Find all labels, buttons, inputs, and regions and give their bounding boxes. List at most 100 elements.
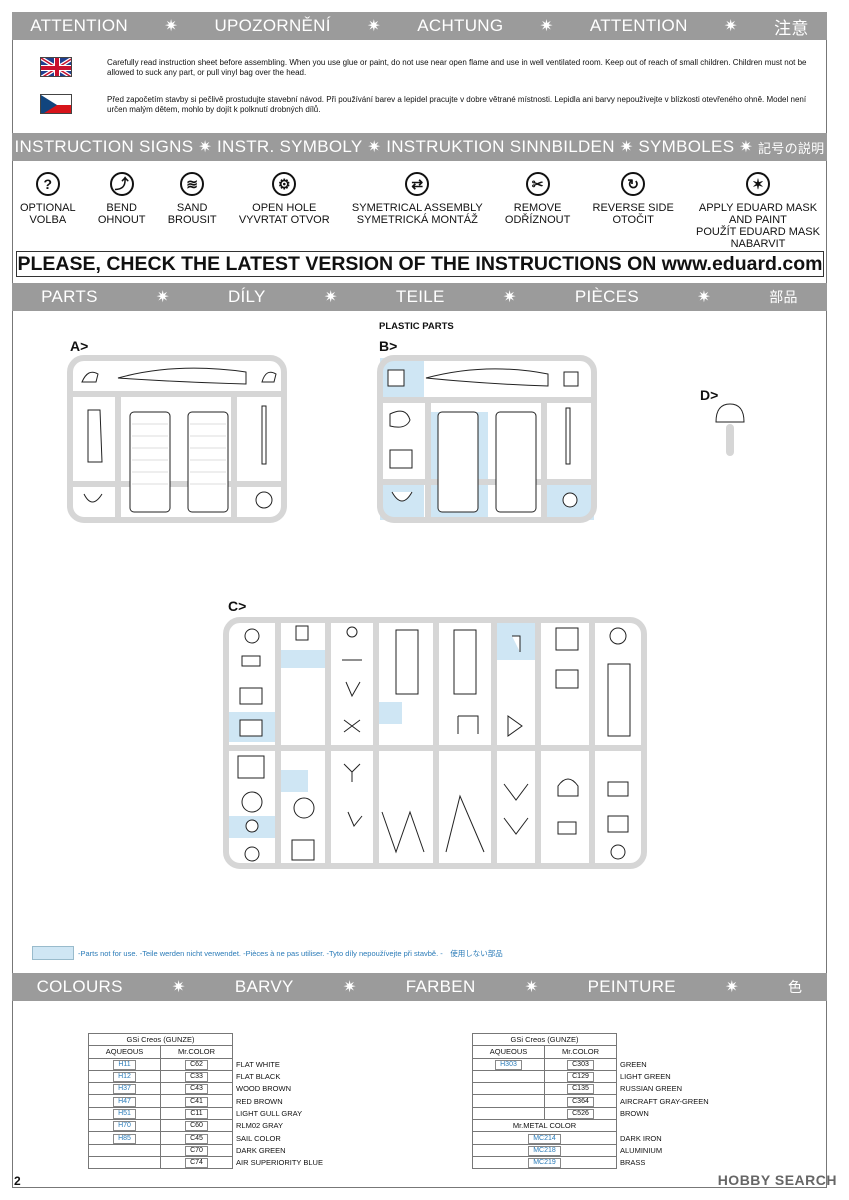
plastic-parts-label: PLASTIC PARTS: [379, 321, 454, 332]
star-separator-icon: ✷: [524, 979, 539, 996]
instruction-signs-row: ? OPTIONAL VOLBA ⤴ BEND OHNOUT ≋ SAND BR…: [20, 172, 820, 250]
mrcolor-cell-code: C135: [567, 1084, 594, 1095]
band-label: BARVY: [234, 977, 294, 996]
aqueous-cell-code: H47: [113, 1096, 136, 1107]
mrcolor-cell-code: C74: [185, 1158, 208, 1169]
mrcolor-cell-code: C70: [185, 1145, 208, 1156]
band-label: PIÈCES: [574, 287, 640, 306]
mrcolor-cell-code: C62: [185, 1059, 208, 1070]
sign-label: OHNOUT: [97, 214, 146, 226]
question-icon: ?: [35, 172, 60, 196]
sign-label: REMOVE: [513, 202, 562, 214]
band-label: ATTENTION: [30, 16, 128, 35]
column-header-mrcolor: Mr.COLOR: [544, 1045, 617, 1059]
aqueous-cell: [472, 1082, 545, 1096]
sign-remove: ✂ REMOVE ODŘÍZNOUT: [505, 172, 570, 250]
aqueous-cell: H303: [472, 1057, 545, 1071]
colour-name: WOOD BROWN: [236, 1084, 291, 1094]
aqueous-cell-code: H70: [113, 1121, 136, 1132]
aqueous-cell: H85: [88, 1131, 161, 1145]
aqueous-cell-code: H85: [113, 1133, 136, 1144]
table-header-metal: Mr.METAL COLOR: [472, 1119, 617, 1133]
star-separator-icon: ✷: [323, 289, 338, 306]
mrcolor-cell-code: C526: [567, 1108, 594, 1119]
sign-label: SYMETRICKÁ MONTÁŽ: [356, 214, 478, 226]
sprue-d-label: D>: [700, 387, 719, 403]
band-label: INSTRUKTION SINNBILDEN: [386, 137, 615, 156]
star-separator-icon: ✷: [367, 18, 381, 35]
mrcolor-cell-code: C60: [185, 1121, 208, 1132]
band-label: 色: [788, 979, 803, 995]
sign-label: ODŘÍZNOUT: [504, 214, 571, 226]
sign-bend: ⤴ BEND OHNOUT: [98, 172, 146, 250]
colour-row: C526 BROWN: [472, 1106, 748, 1121]
sand-icon: ≋: [180, 172, 205, 196]
sign-label: OPTIONAL: [20, 202, 76, 214]
sprue-a-label: A>: [70, 338, 89, 354]
band-label: COLOURS: [36, 977, 123, 996]
column-header-mrcolor: Mr.COLOR: [160, 1045, 233, 1059]
band-label: TEILE: [395, 287, 445, 306]
star-separator-icon: ✷: [198, 139, 213, 156]
colour-name: DARK IRON: [620, 1133, 662, 1143]
reverse-icon: ↻: [621, 172, 646, 196]
mrcolor-cell-code: C33: [185, 1072, 208, 1083]
aqueous-cell: [472, 1069, 545, 1084]
table-header-gsi: GSi Creos (GUNZE): [88, 1032, 233, 1047]
aqueous-cell: H47: [88, 1094, 161, 1108]
aqueous-cell: H12: [88, 1069, 161, 1084]
star-separator-icon: ✷: [725, 979, 739, 996]
sign-label: OPEN HOLE: [252, 202, 317, 214]
uk-flag-icon: [40, 57, 72, 77]
band-label: 記号の説明: [757, 140, 825, 156]
sign-optional: ? OPTIONAL VOLBA: [20, 172, 76, 250]
aqueous-cell: H51: [88, 1106, 161, 1121]
band-label: PARTS: [41, 287, 98, 306]
band-label: 注意: [774, 18, 809, 38]
colours-band: COLOURS ✷ BARVY ✷ FARBEN ✷ PEINTURE ✷ 色: [12, 973, 827, 1001]
mask-icon: ✶: [745, 172, 770, 196]
sign-label: VYVRTAT OTVOR: [238, 214, 330, 226]
unused-parts-legend: -Parts not for use. -Teile werden nicht …: [78, 949, 503, 958]
metal-row: MC214 DARK IRON: [472, 1131, 748, 1145]
sign-label: BROUSIT: [167, 214, 217, 226]
star-separator-icon: ✷: [171, 979, 186, 996]
sign-label: OTOČIT: [612, 214, 654, 226]
aqueous-cell-code: H11: [113, 1059, 136, 1070]
latest-version-notice: PLEASE, CHECK THE LATEST VERSION OF THE …: [16, 251, 824, 277]
star-separator-icon: ✷: [724, 18, 738, 35]
column-header-aqueous: AQUEOUS: [472, 1045, 545, 1059]
sprue-d-diagram: [715, 403, 745, 456]
aqueous-cell: [472, 1094, 545, 1108]
star-separator-icon: ✷: [619, 139, 634, 156]
band-label: INSTRUCTION SIGNS: [14, 137, 194, 156]
mrcolor-cell-code: C45: [185, 1133, 208, 1144]
colour-name: ALUMINIUM: [620, 1145, 663, 1155]
aqueous-cell: H11: [88, 1057, 161, 1071]
metal-code-cell: MC218: [472, 1143, 617, 1157]
mrcolor-cell: C526: [544, 1106, 617, 1121]
aqueous-cell-code: H303: [495, 1059, 522, 1070]
colour-name: FLAT WHITE: [236, 1059, 280, 1069]
colour-name: BROWN: [620, 1108, 649, 1118]
colour-name: DARK GREEN: [236, 1145, 286, 1155]
metal-code-cell-code: MC214: [528, 1133, 561, 1144]
sign-open-hole: ⚙ OPEN HOLE VYVRTAT OTVOR: [239, 172, 330, 250]
sprue-b-label: B>: [379, 338, 398, 354]
band-label: PEINTURE: [587, 977, 676, 996]
colour-name: GREEN: [620, 1059, 647, 1069]
colour-name: AIR SUPERIORITY BLUE: [236, 1158, 323, 1168]
star-separator-icon: ✷: [155, 289, 170, 306]
mrcolor-cell-code: C364: [567, 1096, 594, 1107]
sprue-a-diagram: [67, 355, 287, 523]
mrcolor-cell: C45: [160, 1131, 233, 1145]
metal-code-cell-code: MC218: [528, 1145, 561, 1156]
mrcolor-cell: C11: [160, 1106, 233, 1121]
